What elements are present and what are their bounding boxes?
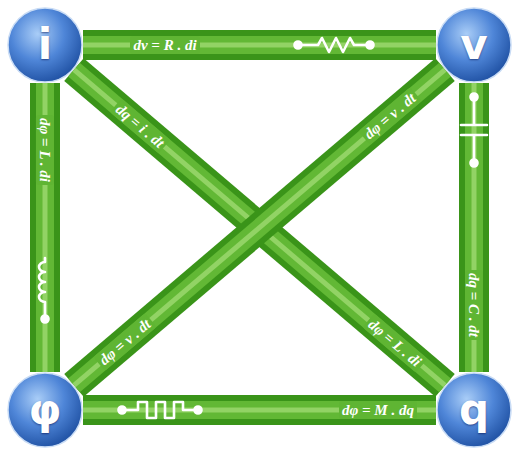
node-circle bbox=[8, 373, 82, 447]
inductor-coil bbox=[39, 258, 45, 316]
tube-band bbox=[74, 70, 445, 386]
tube-shade bbox=[83, 401, 436, 419]
node-symbol: v bbox=[460, 24, 487, 66]
terminal-dot bbox=[42, 316, 49, 323]
terminal-dot bbox=[195, 407, 202, 414]
node-circle bbox=[437, 8, 511, 82]
tube-shade bbox=[83, 36, 436, 54]
relation-label: dφ = L . di bbox=[36, 115, 54, 185]
terminal-dot bbox=[367, 42, 374, 49]
node-symbol: q bbox=[459, 389, 489, 431]
inductor-symbol bbox=[39, 258, 49, 323]
capacitor-symbol bbox=[461, 94, 487, 167]
quantity-node: φ bbox=[7, 372, 83, 448]
node-circle bbox=[8, 8, 82, 82]
relation-label: dφ = M . dq bbox=[339, 401, 417, 419]
tube-band bbox=[459, 83, 489, 372]
node-circle bbox=[437, 373, 511, 447]
tube-band bbox=[83, 30, 436, 60]
relation-label: dv = R . di bbox=[130, 36, 199, 54]
resistor-symbol bbox=[295, 38, 374, 52]
tube-highlight bbox=[74, 70, 445, 386]
resistor-zigzag bbox=[301, 38, 367, 52]
tube-band bbox=[30, 83, 60, 372]
quantity-node: q bbox=[436, 372, 512, 448]
tube-shade bbox=[74, 70, 445, 386]
edge-group bbox=[45, 45, 474, 410]
tube-band bbox=[83, 395, 436, 425]
tube-highlight bbox=[74, 70, 445, 386]
memristor-symbol bbox=[119, 402, 202, 418]
node-symbol: i bbox=[38, 24, 52, 66]
tube-connector bbox=[74, 70, 445, 386]
tube-shade bbox=[74, 70, 445, 386]
capacitor-plates bbox=[461, 100, 487, 160]
tube-band bbox=[74, 70, 445, 386]
symbol-group bbox=[39, 38, 487, 418]
tube-shade bbox=[36, 83, 54, 372]
terminal-dot bbox=[471, 160, 478, 167]
quantity-node: v bbox=[436, 7, 512, 83]
tube-connector bbox=[74, 70, 445, 386]
quantity-node: i bbox=[7, 7, 83, 83]
relation-label: dq = C . dt bbox=[465, 270, 483, 340]
memristor-wave bbox=[125, 402, 195, 418]
tube-shade bbox=[465, 83, 483, 372]
node-symbol: φ bbox=[29, 389, 62, 431]
